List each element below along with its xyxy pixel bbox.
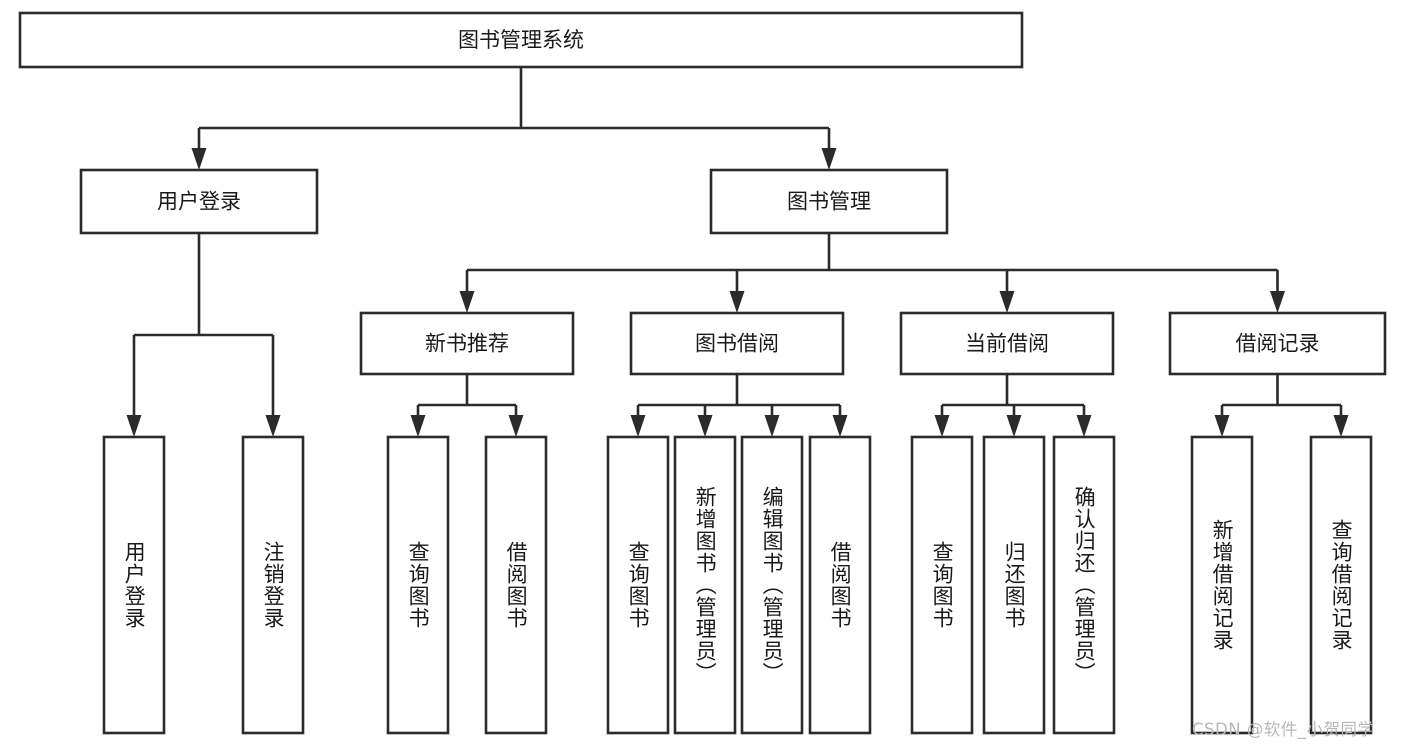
node-label-book-mgmt: 图书管理 [787, 190, 871, 214]
edge-group-new-book-rec [410, 374, 524, 437]
node-box-leaf-borrow-book[interactable] [808, 435, 872, 735]
node-box-leaf-edit-book[interactable] [740, 435, 804, 735]
node-book-mgmt[interactable]: 图书管理 [709, 168, 949, 235]
node-box-login[interactable] [79, 168, 319, 235]
node-label-new-book-rec: 新书推荐 [425, 332, 509, 356]
node-box-new-book-rec[interactable] [359, 311, 575, 376]
node-leaf-query-record[interactable] [1309, 435, 1373, 735]
connector-layer [126, 67, 1349, 437]
node-leaf-borrow-book-rec[interactable] [484, 435, 548, 735]
node-label-book-borrow: 图书借阅 [695, 332, 779, 356]
node-leaf-user-login[interactable] [102, 435, 166, 735]
node-leaf-query-book-rec[interactable] [386, 435, 450, 735]
node-box-leaf-user-login[interactable] [102, 435, 166, 735]
edge-group-book-mgmt [459, 233, 1285, 313]
node-leaf-borrow-book[interactable] [808, 435, 872, 735]
node-box-current-borrow[interactable] [899, 311, 1115, 376]
node-box-leaf-query-book-cur[interactable] [910, 435, 974, 735]
node-root[interactable]: 图书管理系统 [18, 11, 1024, 69]
node-box-book-borrow[interactable] [629, 311, 845, 376]
node-box-leaf-query-book[interactable] [606, 435, 670, 735]
node-new-book-rec[interactable]: 新书推荐 [359, 311, 575, 376]
edge-group-login [126, 233, 281, 437]
node-box-borrow-record[interactable] [1168, 311, 1387, 376]
node-label-root: 图书管理系统 [458, 28, 584, 52]
node-current-borrow[interactable]: 当前借阅 [899, 311, 1115, 376]
node-leaf-edit-book[interactable] [740, 435, 804, 735]
node-leaf-query-book[interactable] [606, 435, 670, 735]
node-login[interactable]: 用户登录 [79, 168, 319, 235]
node-box-leaf-logout[interactable] [241, 435, 305, 735]
node-box-leaf-add-record[interactable] [1190, 435, 1254, 735]
node-box-leaf-query-book-rec[interactable] [386, 435, 450, 735]
node-leaf-return-book[interactable] [982, 435, 1046, 735]
node-box-leaf-return-book[interactable] [982, 435, 1046, 735]
edge-group-current-borrow [934, 374, 1092, 437]
node-leaf-add-record[interactable] [1190, 435, 1254, 735]
node-box-root[interactable] [18, 11, 1024, 69]
node-box-leaf-borrow-book-rec[interactable] [484, 435, 548, 735]
edge-group-book-borrow [630, 374, 848, 437]
node-box-book-mgmt[interactable] [709, 168, 949, 235]
node-leaf-query-book-cur[interactable] [910, 435, 974, 735]
node-leaf-confirm-return[interactable] [1052, 435, 1116, 735]
node-borrow-record[interactable]: 借阅记录 [1168, 311, 1387, 376]
node-leaf-add-book[interactable] [673, 435, 737, 735]
node-label-login: 用户登录 [157, 190, 241, 214]
node-book-borrow[interactable]: 图书借阅 [629, 311, 845, 376]
csdn-watermark: CSDN @软件_小贺同学 [1192, 720, 1375, 739]
node-leaf-logout[interactable] [241, 435, 305, 735]
node-box-leaf-add-book[interactable] [673, 435, 737, 735]
edge-group-borrow-record [1214, 374, 1349, 437]
node-box-leaf-query-record[interactable] [1309, 435, 1373, 735]
node-label-borrow-record: 借阅记录 [1236, 332, 1320, 356]
node-label-current-borrow: 当前借阅 [965, 332, 1049, 356]
edge-group-root [191, 67, 837, 170]
node-box-leaf-confirm-return[interactable] [1052, 435, 1116, 735]
